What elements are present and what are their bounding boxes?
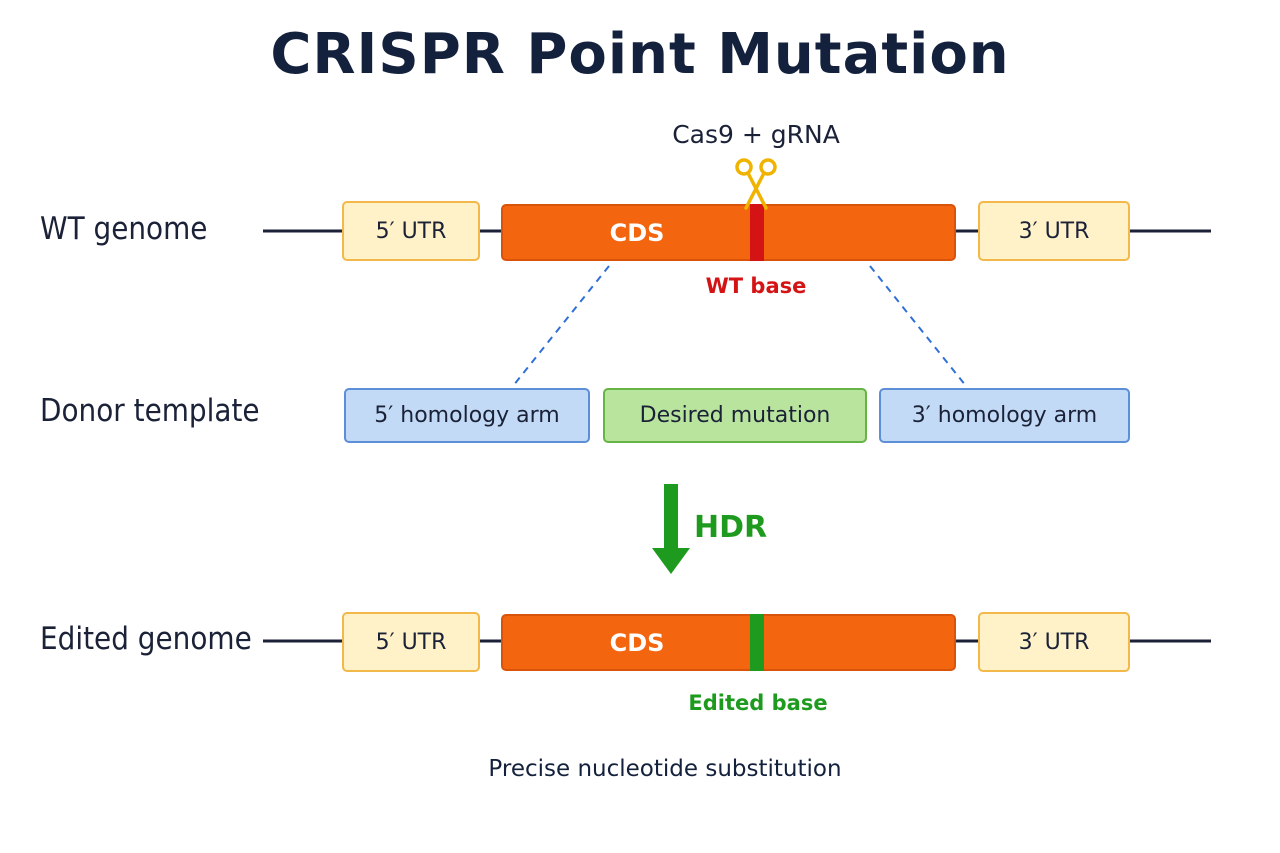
donor-desired-mutation-box: Desired mutation <box>603 388 867 443</box>
wt-cds-box: CDS <box>501 204 956 261</box>
hdr-label: HDR <box>694 510 768 545</box>
edited-base-label: Edited base <box>688 691 828 715</box>
donor-3-homology-arm-box: 3′ homology arm <box>879 388 1130 443</box>
edited-base-mark <box>750 614 764 671</box>
wt-5-utr-box: 5′ UTR <box>342 201 480 261</box>
donor-5-homology-arm-box: 5′ homology arm <box>344 388 590 443</box>
edited-cds-box: CDS <box>501 614 956 671</box>
row-label-donor-template: Donor template <box>40 393 260 429</box>
row-label-edited-genome: Edited genome <box>40 621 252 657</box>
page-title: CRISPR Point Mutation <box>270 22 1010 87</box>
wt-base-mark <box>750 204 764 261</box>
wt-base-label: WT base <box>705 274 807 298</box>
row-label-wt-genome: WT genome <box>40 211 208 247</box>
wt-cds-label: CDS <box>609 218 665 247</box>
cas9-label: Cas9 + gRNA <box>672 120 840 149</box>
homology-link-right <box>869 265 967 387</box>
footer-caption: Precise nucleotide substitution <box>488 756 842 782</box>
homology-link-left <box>512 265 610 387</box>
edited-3-utr-box: 3′ UTR <box>978 612 1130 672</box>
scissors-icon <box>735 158 777 210</box>
wt-3-utr-box: 3′ UTR <box>978 201 1130 261</box>
edited-5-utr-box: 5′ UTR <box>342 612 480 672</box>
arrow-down-icon <box>652 484 690 574</box>
edited-cds-label: CDS <box>609 628 665 657</box>
